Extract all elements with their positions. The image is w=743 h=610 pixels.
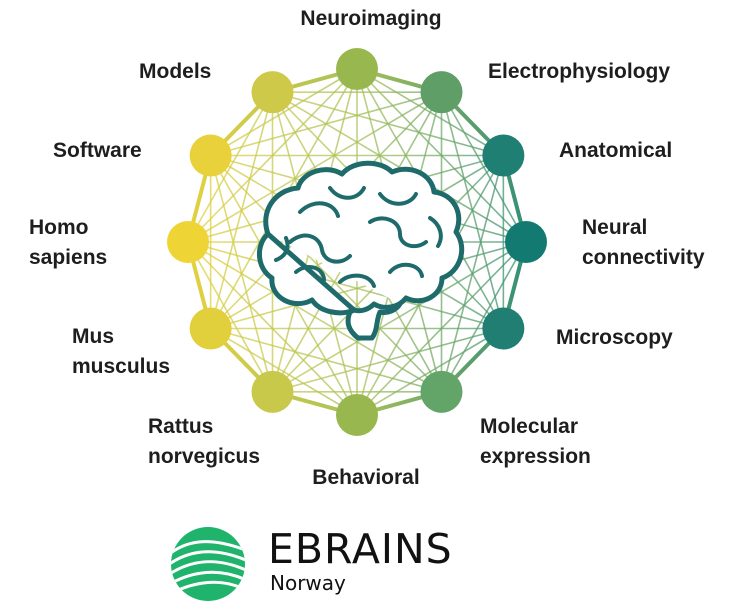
label-mus-line1: Mus [72, 325, 114, 348]
label-molecular-expression: Molecular expression [480, 412, 591, 472]
ebrains-logo [171, 527, 245, 601]
label-rattus-line1: Rattus [148, 415, 214, 438]
connection-line [209, 155, 274, 393]
label-software: Software [53, 139, 142, 162]
connection-line [210, 327, 358, 416]
label-neural-connectivity: Neural connectivity [582, 213, 705, 273]
connection-line [209, 91, 274, 329]
label-electrophysiology: Electrophysiology [488, 60, 671, 83]
brand-block: EBRAINS Norway [268, 527, 453, 595]
connection-line [187, 241, 442, 393]
node-circles [167, 48, 547, 436]
label-mus-musculus: Mus musculus [72, 322, 170, 382]
label-neuroimaging: Neuroimaging [300, 7, 442, 30]
node-behavioral [336, 394, 378, 436]
node-neural-connectivity [505, 221, 547, 263]
brand-name: EBRAINS [268, 525, 453, 573]
label-microscopy: Microscopy [556, 326, 673, 349]
connection-line [272, 91, 504, 157]
label-anatomical: Anatomical [559, 139, 673, 162]
label-rattus-line2: norvegicus [148, 445, 261, 468]
label-neural-line1: Neural [582, 216, 648, 239]
node-molecular-expression [420, 370, 463, 413]
label-rattus-norvegicus: Rattus norvegicus [148, 412, 260, 472]
node-software [189, 134, 232, 177]
label-molecular-line2: expression [480, 445, 591, 468]
connection-line [187, 241, 504, 330]
node-models [251, 71, 294, 114]
brand-subtitle: Norway [270, 571, 346, 595]
label-homo-line1: Homo [29, 216, 89, 239]
label-homo-sapiens: Homo sapiens [29, 213, 107, 273]
label-homo-line2: sapiens [29, 246, 108, 269]
label-molecular-line1: Molecular [480, 415, 579, 438]
connection-line [272, 91, 527, 243]
node-electrophysiology [420, 71, 463, 114]
node-homo-sapiens [167, 221, 209, 263]
node-neuroimaging [336, 48, 378, 90]
node-mus-musculus [189, 307, 232, 350]
brain-icon [257, 160, 465, 341]
connection-line [187, 91, 274, 243]
node-rattus-norvegicus [251, 370, 294, 413]
node-anatomical [482, 134, 525, 177]
label-behavioral: Behavioral [312, 466, 420, 489]
connection-line [210, 154, 443, 393]
label-models: Models [139, 60, 212, 83]
label-mus-line2: musculus [72, 355, 171, 378]
connection-line [187, 241, 274, 393]
node-microscopy [482, 307, 525, 350]
label-neural-line2: connectivity [582, 246, 705, 269]
